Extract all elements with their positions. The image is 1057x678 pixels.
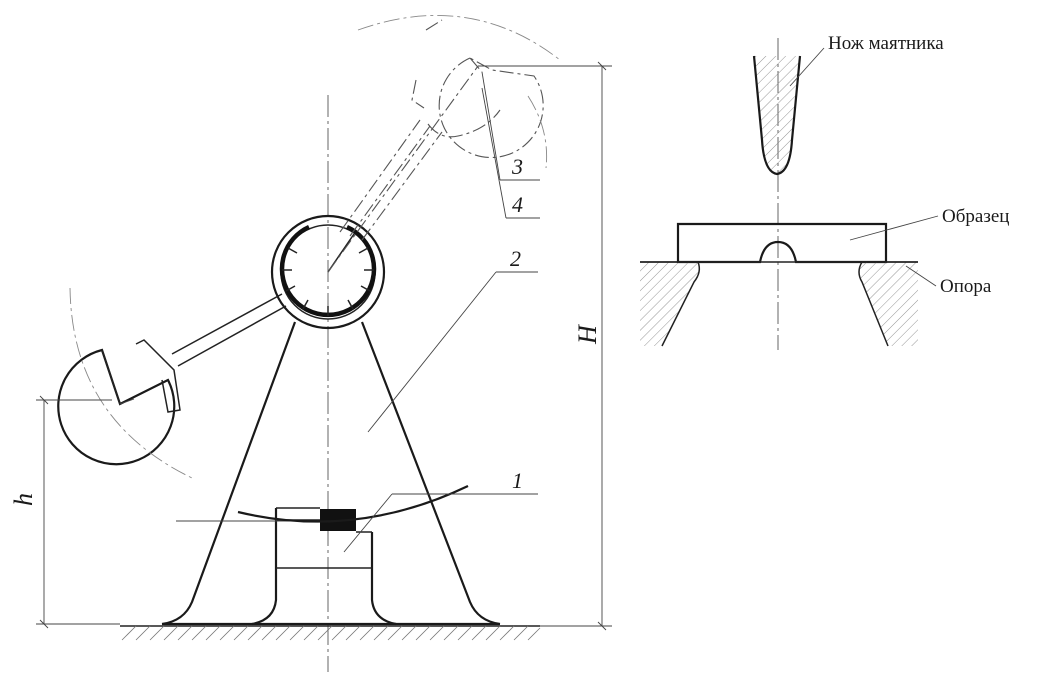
dimension-h [36, 395, 120, 629]
pendulum-head-lower [57, 339, 181, 466]
swing-arc [237, 485, 469, 523]
upper-swing-arc [357, 15, 561, 61]
stand-frame [161, 321, 501, 626]
label-2: 2 [510, 246, 521, 271]
dimension-H [540, 61, 612, 631]
pendulum-knife [752, 55, 802, 176]
label-3: 3 [511, 154, 523, 179]
label-4: 4 [512, 192, 523, 217]
ground [120, 625, 541, 641]
label-H: H [573, 324, 602, 345]
leader-lines [343, 71, 540, 553]
label-support: Опора [940, 276, 992, 297]
label-h: h [9, 493, 38, 506]
specimen-detail [676, 222, 888, 264]
lower-swing-arc [69, 287, 193, 479]
label-1: 1 [512, 468, 523, 493]
support-left [640, 261, 701, 347]
label-specimen: Образец [942, 206, 1009, 227]
pendulum-raised-phantom [327, 19, 544, 273]
label-knife: Нож маятника [828, 33, 944, 54]
pendulum-arm-lower [171, 293, 287, 367]
pendulum-hub [270, 214, 386, 330]
pendulum-machine: 1 2 3 4 h H [9, 15, 612, 672]
impact-detail: Нож маятника Образец Опора [640, 33, 1009, 350]
support-right [858, 261, 918, 347]
